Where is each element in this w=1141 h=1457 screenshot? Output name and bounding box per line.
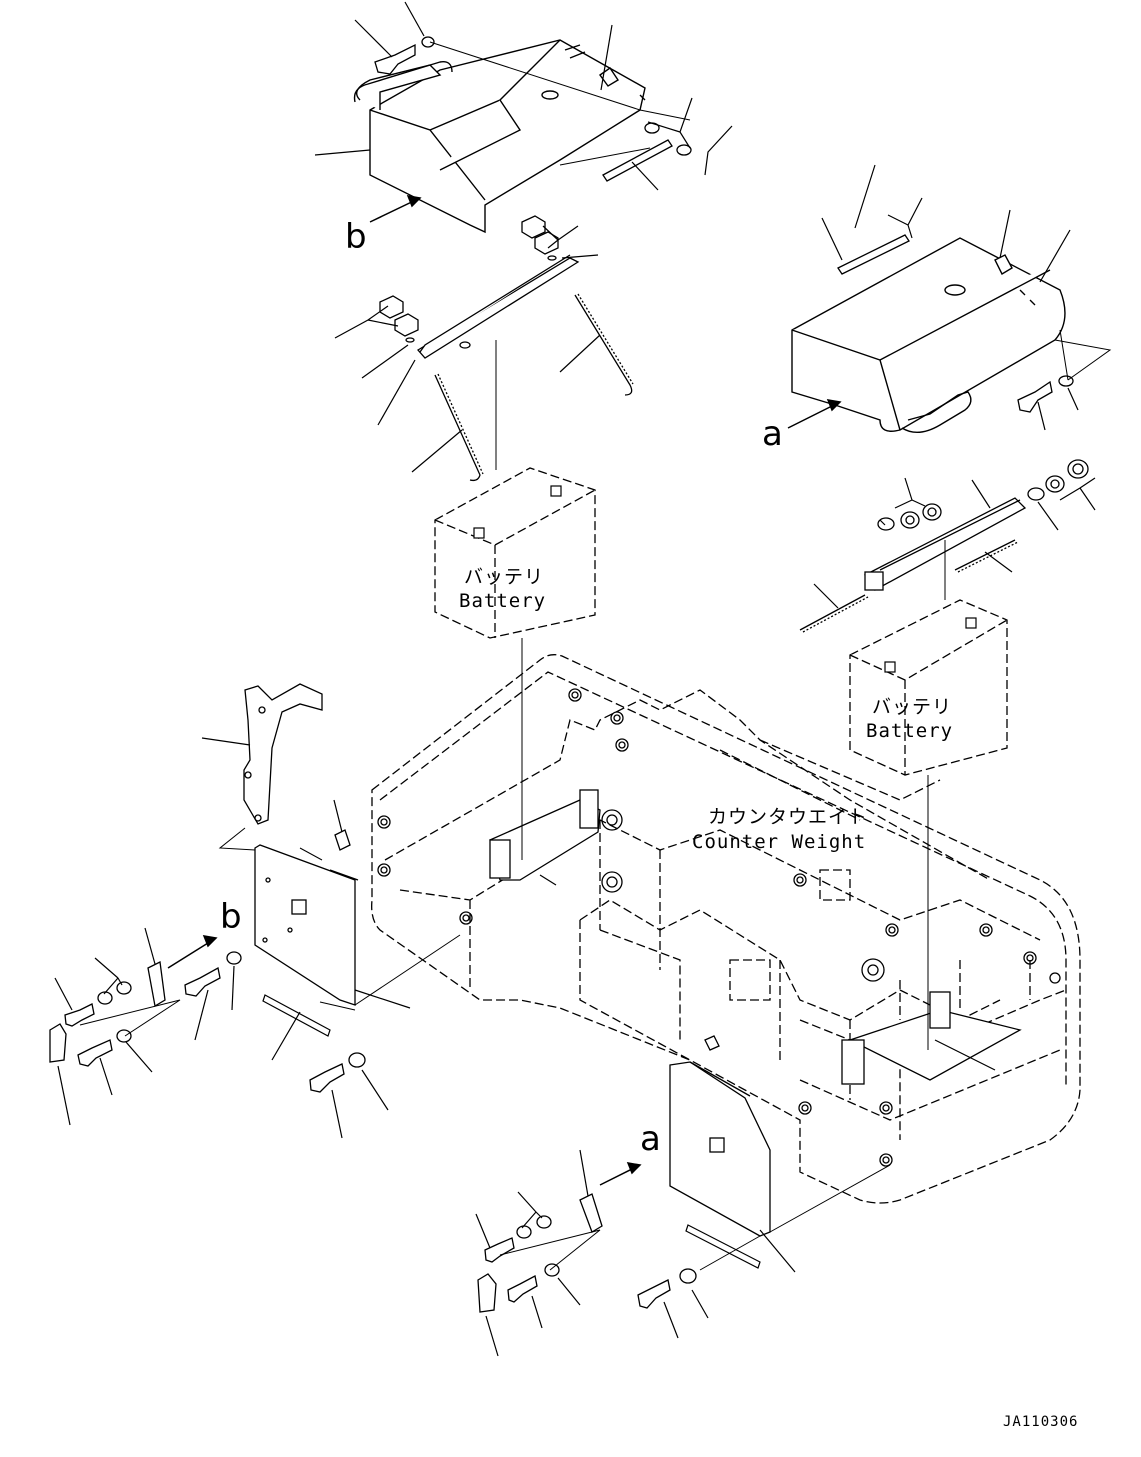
fasteners [49, 36, 1089, 1313]
battery-cover-left [356, 39, 646, 234]
wire-harness-right [841, 991, 1022, 1085]
battery-right-terminals [884, 617, 977, 673]
battery-left-label-jp: バッテリ [464, 566, 544, 588]
leader-lines [54, 1, 1096, 1357]
battery-cover-left-handle [353, 61, 453, 103]
bracket-left [243, 683, 323, 825]
battery-right [849, 599, 1008, 776]
view-b-label-top: b [345, 217, 367, 257]
view-b-label-bottom: b [220, 897, 242, 937]
rubber-strip-left [262, 994, 331, 1037]
battery-right-label-jp: バッテリ [872, 696, 952, 718]
counterweight-label-en: Counter Weight [692, 831, 866, 853]
battery-cover-right-handle [901, 391, 972, 433]
cover-rods [602, 139, 910, 275]
view-a-label-bottom: a [640, 1119, 661, 1159]
side-panel-bottom [669, 1061, 771, 1237]
view-a-label-top: a [762, 414, 783, 454]
side-panel-left [254, 844, 359, 1006]
j-bolts-left [434, 293, 634, 482]
drawing-code: JA110306 [1003, 1414, 1078, 1430]
battery-left-terminals [473, 485, 562, 539]
battery-left [434, 467, 596, 639]
battery-right-label-en: Battery [866, 720, 953, 742]
battery-cover-right [791, 237, 1066, 432]
wire-harness-left [489, 789, 601, 881]
hold-down-bar-left [417, 254, 580, 359]
connection-lines [79, 41, 1112, 1271]
counterweight-bolt-holes [377, 688, 1061, 1167]
j-bolts-right [799, 539, 1019, 633]
view-arrows [167, 195, 842, 1186]
rubber-strip-bottom [685, 1224, 761, 1269]
counterweight-label-jp: カウンタウエイト [708, 806, 868, 828]
battery-left-label-en: Battery [459, 590, 546, 612]
